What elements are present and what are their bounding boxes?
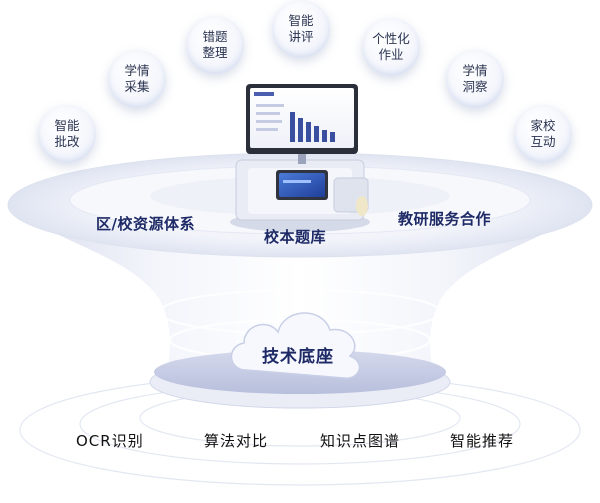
bubble-learning-insight: 学情 洞察 — [446, 50, 504, 108]
ring-label-resource-system: 区/校资源体系 — [96, 215, 195, 233]
bubble-text-line1: 错题 — [202, 29, 228, 44]
bubble-text-line2: 洞察 — [462, 79, 488, 94]
bottom-label-knowledge-graph: 知识点图谱 — [320, 432, 401, 450]
bottom-label-algorithm-comparison: 算法对比 — [204, 432, 269, 450]
kiosk-device-icon — [230, 84, 370, 232]
bubble-text-line1: 家校 — [530, 118, 556, 133]
bubble-text-line1: 学情 — [462, 63, 488, 78]
bottom-label-smart-recommendation: 智能推荐 — [450, 432, 515, 450]
bubble-text-line2: 互动 — [530, 134, 556, 149]
bubble-smart-review: 智能 讲评 — [272, 0, 330, 58]
bubble-home-school-interaction: 家校 互动 — [514, 105, 572, 163]
bubble-personalized-homework: 个性化 作业 — [362, 18, 420, 76]
cloud-icon — [230, 312, 361, 379]
bubble-text-line1: 个性化 — [372, 31, 410, 46]
bubble-text-line2: 讲评 — [288, 29, 314, 44]
bubble-text-line1: 智能 — [288, 13, 314, 28]
bubble-text-line2: 采集 — [124, 79, 150, 94]
bottom-label-ocr: OCR识别 — [76, 432, 144, 450]
bubble-learning-data-collection: 学情 采集 — [108, 50, 166, 108]
bubble-text-line2: 整理 — [202, 45, 228, 60]
bubble-mistake-organization: 错题 整理 — [186, 16, 244, 74]
ring-label-question-bank: 校本题库 — [264, 228, 327, 246]
bubble-text-line2: 批改 — [54, 134, 80, 149]
ring-label-research-cooperation: 教研服务合作 — [398, 210, 492, 228]
bubble-text-line2: 作业 — [378, 47, 404, 62]
bubble-text-line1: 学情 — [124, 63, 150, 78]
bubble-smart-grading: 智能 批改 — [38, 105, 96, 163]
core-label-tech-foundation: 技术底座 — [262, 347, 334, 367]
bubble-text-line1: 智能 — [54, 118, 80, 133]
